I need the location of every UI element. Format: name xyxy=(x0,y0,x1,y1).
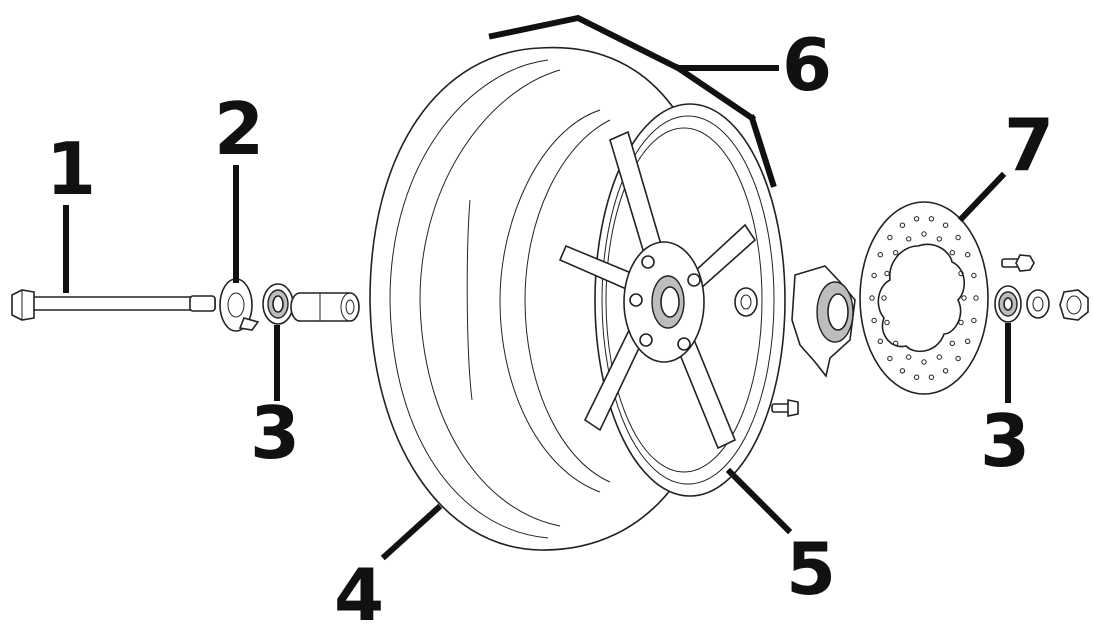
leader-5 xyxy=(725,467,793,535)
callout-numbers: 1 2 3 3 4 5 6 7 xyxy=(46,23,1054,629)
disc-hole xyxy=(887,234,893,241)
leader-6 xyxy=(488,14,779,71)
callout-2: 2 xyxy=(214,87,264,171)
leader-lines xyxy=(63,14,1011,561)
leader-6-rim xyxy=(673,63,757,123)
disc-hole xyxy=(906,236,912,242)
leader-6-tail xyxy=(748,114,777,188)
spacer-washer xyxy=(219,278,260,332)
disc-hole xyxy=(899,222,906,228)
brake-disc xyxy=(859,201,989,395)
disc-hole xyxy=(913,216,920,222)
disc-bolt xyxy=(1001,254,1035,272)
disc-holes xyxy=(869,216,979,380)
disc-hole xyxy=(906,354,912,360)
bearing-left xyxy=(262,283,294,325)
disc-hole xyxy=(958,270,964,277)
disc-hole xyxy=(958,319,964,326)
disc-hole xyxy=(965,252,971,258)
disc-hole xyxy=(869,295,875,301)
disc-hole xyxy=(971,272,977,279)
disc-hole xyxy=(877,338,883,344)
axle-nut xyxy=(1059,289,1089,321)
disc-hole xyxy=(942,368,949,374)
disc-hole xyxy=(955,234,961,241)
disc-hole xyxy=(921,231,927,237)
leader-7 xyxy=(957,171,1007,223)
callout-4: 4 xyxy=(334,553,384,629)
disc-hole xyxy=(955,355,961,362)
callout-6: 6 xyxy=(782,23,832,107)
callout-3-left: 3 xyxy=(250,391,300,475)
disc-hole xyxy=(942,222,949,228)
disc-hole xyxy=(884,270,890,277)
disc-hole xyxy=(928,374,935,380)
disc-hole xyxy=(973,295,979,301)
wheel-rim xyxy=(499,103,786,497)
disc-hole xyxy=(881,295,887,301)
disc-hole xyxy=(871,272,877,279)
callout-1: 1 xyxy=(46,127,96,211)
callout-3-right: 3 xyxy=(980,399,1030,483)
disc-hole xyxy=(936,236,942,242)
disc-hole xyxy=(921,359,927,365)
disc-hole xyxy=(936,354,942,360)
disc-hole xyxy=(965,338,971,344)
disc-hole xyxy=(971,317,977,324)
callout-5: 5 xyxy=(786,527,836,611)
disc-hole xyxy=(877,252,883,258)
disc-hole xyxy=(913,374,920,380)
disc-hole xyxy=(893,250,899,256)
bearing-right xyxy=(994,285,1022,323)
disc-hole xyxy=(949,340,955,346)
disc-hole xyxy=(899,368,906,374)
axle-bolt xyxy=(11,289,216,321)
disc-hole xyxy=(887,355,893,362)
spacer-sleeve xyxy=(290,292,360,322)
callout-7: 7 xyxy=(1004,103,1054,187)
disc-hole xyxy=(949,250,955,256)
disc-hole xyxy=(884,319,890,326)
disc-hole xyxy=(871,317,877,324)
leader-4 xyxy=(380,503,443,561)
valve-screw xyxy=(771,399,799,417)
axle-washer xyxy=(1026,289,1050,319)
disc-flange xyxy=(791,265,856,378)
disc-hole xyxy=(961,295,967,301)
disc-hole xyxy=(893,340,899,346)
disc-hole xyxy=(928,216,935,222)
